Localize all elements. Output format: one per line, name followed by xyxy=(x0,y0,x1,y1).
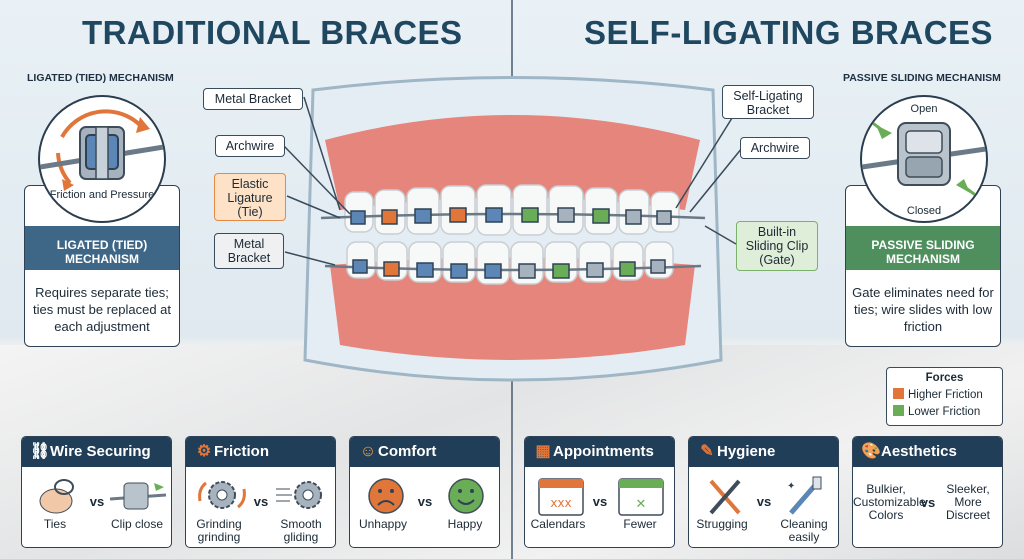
palette-icon: 🎨 xyxy=(861,443,881,460)
panel-left-label: Unhappy xyxy=(358,517,408,531)
panel-title: Wire Securing xyxy=(50,443,151,460)
legend-lower-label: Lower Friction xyxy=(908,406,981,418)
toothbrush-icon: ✎ xyxy=(700,443,714,460)
callout-archwire-left: Archwire xyxy=(215,135,285,157)
panel-aesthetics: 🎨Aesthetics Bulkier, Customizable Colors… xyxy=(852,436,1003,548)
vs-label: vs xyxy=(592,494,608,509)
svg-text:✦: ✦ xyxy=(787,481,795,492)
grinding-gear-icon xyxy=(198,481,246,509)
calendar-icon: ▦ xyxy=(535,443,551,460)
panel-wire-securing: ⛓Wire Securing vs Ties Clip close xyxy=(21,436,172,548)
panel-comfort: ☺Comfort vs Unhappy Happy xyxy=(349,436,500,548)
smiley-icon: ☺ xyxy=(359,443,377,460)
panel-right-label: Smooth gliding xyxy=(280,517,322,544)
panel-header: ▦Appointments xyxy=(525,437,674,467)
left-small-header: LIGATED (TIED) MECHANISM xyxy=(27,72,174,84)
right-card-band: PASSIVE SLIDING MECHANISM xyxy=(846,226,1000,270)
fewer-calendar-icon: ✕ xyxy=(618,478,664,516)
panel-title: Hygiene xyxy=(717,443,776,460)
panel-appointments: ▦Appointments xxx vs ✕ Calendars Fewer xyxy=(524,436,675,548)
panel-title: Appointments xyxy=(553,443,654,460)
self-ligating-bracket-icon xyxy=(862,119,986,199)
panel-right-label: Happy xyxy=(447,517,483,531)
panel-left-label: Ties xyxy=(43,517,67,531)
callout-self-ligating-bracket: Self-Ligating Bracket xyxy=(722,85,814,119)
panel-title: Comfort xyxy=(378,443,437,460)
panel-header: ✎Hygiene xyxy=(689,437,838,467)
panel-left-label: Strugging xyxy=(696,517,748,531)
panel-hygiene: ✎Hygiene vs ✦ Strugging Cleaning easily xyxy=(688,436,839,548)
panel-header: ☺Comfort xyxy=(350,437,499,467)
gears-icon: ⚙ xyxy=(196,443,212,460)
panel-left-label: Bulkier, Customizable Colors xyxy=(853,482,926,522)
callout-elastic-ligature: Elastic Ligature (Tie) xyxy=(214,173,286,221)
vs-label: vs xyxy=(920,495,936,510)
panel-left-label: Grinding grinding xyxy=(196,517,242,544)
legend-title: Forces xyxy=(925,372,964,384)
forces-legend: Forces Higher Friction Lower Friction xyxy=(886,367,1003,426)
ligated-bracket-icon xyxy=(40,109,164,191)
callout-sliding-clip: Built-in Sliding Clip (Gate) xyxy=(736,221,818,271)
callout-metal-bracket-top: Metal Bracket xyxy=(203,88,303,110)
panel-right-label: Cleaning easily xyxy=(780,517,828,544)
svg-text:✕: ✕ xyxy=(636,497,647,512)
legend-lower-row: Lower Friction xyxy=(893,405,980,418)
panel-right-label: Fewer xyxy=(623,517,657,531)
hand-tie-icon xyxy=(39,479,74,514)
vs-label: vs xyxy=(89,494,105,509)
right-small-header: PASSIVE SLIDING MECHANISM xyxy=(843,72,1001,84)
right-title: SELF-LIGATING BRACES xyxy=(584,14,994,51)
panel-left-label: Calendars xyxy=(530,517,586,531)
clip-bracket-icon xyxy=(110,482,166,510)
callout-metal-bracket-bottom: Metal Bracket xyxy=(214,233,284,269)
left-card-band: LIGATED (TIED) MECHANISM xyxy=(25,226,179,270)
left-circle-caption: Friction and Pressure xyxy=(49,189,155,201)
callout-archwire-right: Archwire xyxy=(740,137,810,159)
left-title: TRADITIONAL BRACES xyxy=(82,14,463,51)
teeth-model xyxy=(303,76,723,382)
panel-header: 🎨Aesthetics xyxy=(853,437,1002,467)
panel-title: Friction xyxy=(214,443,269,460)
vs-label: vs xyxy=(417,494,433,509)
panel-header: ⚙Friction xyxy=(186,437,335,467)
panel-right-label: Clip close xyxy=(110,517,164,531)
vs-label: vs xyxy=(756,494,772,509)
panel-friction: ⚙Friction vs Grinding grinding Smooth gl… xyxy=(185,436,336,548)
circle-open-label: Open xyxy=(910,103,938,115)
vs-label: vs xyxy=(253,494,269,509)
panel-header: ⛓Wire Securing xyxy=(22,437,171,467)
left-card-text: Requires separate ties; ties must be rep… xyxy=(32,285,172,334)
happy-face-icon xyxy=(448,478,484,514)
crossed-tools-icon xyxy=(709,479,741,515)
right-mechanism-circle: Open Closed xyxy=(860,95,988,223)
legend-higher-label: Higher Friction xyxy=(908,389,983,401)
left-mechanism-circle: Friction and Pressure xyxy=(38,95,166,223)
legend-higher-row: Higher Friction xyxy=(893,388,983,401)
busy-calendar-icon: xxx xyxy=(538,478,584,516)
right-card-text: Gate eliminates need for ties; wire slid… xyxy=(852,285,994,334)
clean-toothbrush-icon: ✦ xyxy=(787,476,822,515)
sad-face-icon xyxy=(368,478,404,514)
green-swatch-icon xyxy=(893,405,904,416)
link-icon: ⛓ xyxy=(29,443,51,460)
smooth-gear-icon xyxy=(276,481,322,509)
circle-closed-label: Closed xyxy=(906,205,942,217)
panel-title: Aesthetics xyxy=(881,443,957,460)
orange-swatch-icon xyxy=(893,388,904,399)
panel-right-label: Sleeker, More Discreet xyxy=(945,482,990,522)
svg-text:xxx: xxx xyxy=(550,496,571,510)
